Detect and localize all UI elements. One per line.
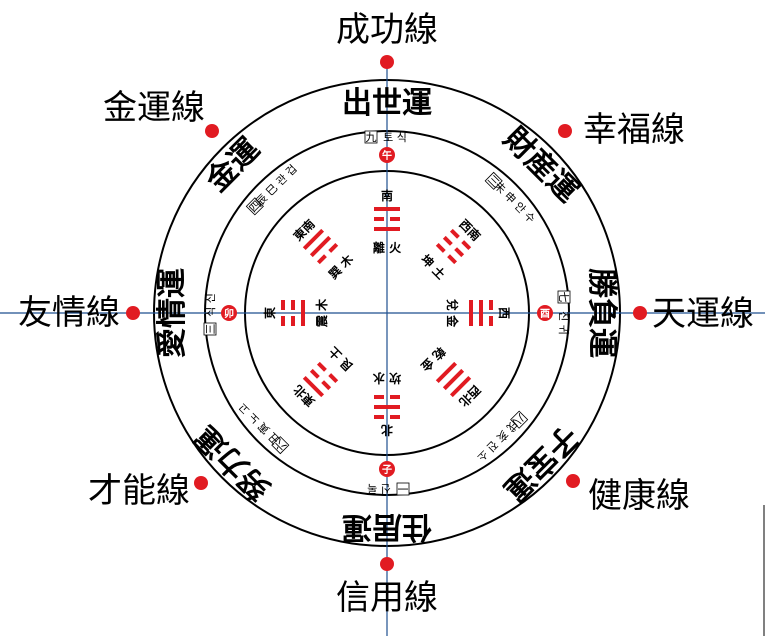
trigram-line-sw-1-0 <box>321 380 332 391</box>
trigram-name-se: 乾 金 <box>417 344 448 375</box>
branch-text-s: 신 록 <box>367 482 391 495</box>
branch-info-w: 三 식 신 <box>203 293 217 336</box>
luck-nw: 金運 <box>199 132 267 200</box>
trigram-line-se-2 <box>435 361 458 384</box>
trigram-line-e-0-1 <box>489 316 493 326</box>
branch-number-e: 七 <box>557 292 570 303</box>
trigram-line-nw-1 <box>309 235 332 258</box>
trigram-e: 西兌 金 <box>445 299 511 328</box>
trigram-line-sw-1-1 <box>309 368 320 379</box>
trigram-line-w-0-0 <box>281 316 285 326</box>
label-se: 健康線 <box>588 476 690 516</box>
dot-ne <box>558 124 572 138</box>
trigram-line-w-1-1 <box>291 300 295 310</box>
trigram-s: 北坎 水 <box>372 371 401 438</box>
trigram-line-w-0-1 <box>281 300 285 310</box>
trigram-name-w: 震 木 <box>314 298 329 327</box>
trigram-name-sw: 艮 土 <box>325 344 356 375</box>
branch-number-s: 一 <box>398 482 409 495</box>
trigram-line-s-2-1 <box>374 395 384 399</box>
trigram-line-n-1-0 <box>374 217 384 221</box>
branch-info-e: 七 진 귀 <box>557 290 571 335</box>
label-sw: 才能線 <box>88 471 190 511</box>
trigram-line-n-1-1 <box>390 217 400 221</box>
trigram-line-s-1 <box>374 405 400 409</box>
trigram-ne: 西南坤 土 <box>418 216 484 282</box>
trigram-direction-n: 南 <box>381 188 393 203</box>
dot-w <box>126 306 140 320</box>
trigram-line-s-0-1 <box>374 415 384 419</box>
trigram-line-ne-2-1 <box>447 254 458 265</box>
trigram-line-n-2 <box>374 227 400 231</box>
dot-n <box>380 55 394 69</box>
branch-badge-e: 酉 <box>537 305 553 321</box>
trigram-name-ne: 坤 土 <box>418 251 449 282</box>
luck-e: 勝負運 <box>584 268 619 358</box>
trigram-direction-ne: 西南 <box>456 216 484 244</box>
branch-badge-s-text: 子 <box>382 464 392 476</box>
branch-badge-w: 卯 <box>221 305 237 321</box>
dot-sw <box>194 476 208 490</box>
trigram-line-nw-2-0 <box>316 254 327 265</box>
trigram-line-ne-0-1 <box>461 240 472 251</box>
trigram-line-ne-2-0 <box>435 242 446 253</box>
trigram-line-ne-1-0 <box>442 235 453 246</box>
trigram-line-e-0-0 <box>489 300 493 310</box>
trigram-line-ne-1-1 <box>454 247 465 258</box>
luck-s: 住居運 <box>342 509 432 544</box>
trigram-nw: 東南巽 木 <box>290 216 357 282</box>
trigram-line-nw-0 <box>302 228 325 251</box>
dot-e <box>633 306 647 320</box>
trigram-line-w-2 <box>301 300 305 326</box>
trigram-direction-e: 西 <box>497 307 511 319</box>
trigram-line-s-0-0 <box>390 415 400 419</box>
trigram-name-n: 離 火 <box>373 240 402 255</box>
branch-badge-n-text: 午 <box>382 149 392 162</box>
trigram-direction-w: 東 <box>262 307 277 319</box>
trigram-direction-s: 北 <box>381 423 393 438</box>
trigram-name-s: 坎 水 <box>372 371 401 386</box>
trigram-line-sw-0 <box>302 375 325 398</box>
branch-badge-w-text: 卯 <box>224 307 234 320</box>
dot-se <box>566 474 580 488</box>
trigram-n: 南離 火 <box>373 188 402 255</box>
trigram-line-sw-2-1 <box>316 361 327 372</box>
label-n: 成功線 <box>336 10 438 50</box>
branch-badge-e-text: 酉 <box>540 308 550 320</box>
trigram-line-e-1 <box>479 300 483 326</box>
label-s: 信用線 <box>336 578 438 618</box>
trigram-line-se-0 <box>449 375 472 398</box>
luck-n: 出世運 <box>342 86 432 121</box>
dot-nw <box>205 124 219 138</box>
label-nw: 金運線 <box>103 88 205 128</box>
trigram-line-ne-0-0 <box>449 228 460 239</box>
branch-badge-n: 午 <box>379 147 395 163</box>
trigram-name-e: 兌 金 <box>445 299 460 328</box>
branch-info-s: 一 신 록 <box>367 482 410 496</box>
label-ne: 幸福線 <box>583 110 685 150</box>
branch-number-n: 九 <box>366 131 377 144</box>
trigram-line-e-2 <box>469 300 473 326</box>
trigram-line-w-1-0 <box>291 316 295 326</box>
dot-s <box>380 557 394 571</box>
trigram-w: 東震 木 <box>262 298 329 327</box>
branch-badge-s: 子 <box>379 461 395 477</box>
trigram-line-s-2-0 <box>390 395 400 399</box>
branch-text-n: 토 식 <box>383 131 407 144</box>
branch-info-n: 九 토 식 <box>364 130 407 144</box>
trigram-line-nw-2-1 <box>328 242 339 253</box>
trigram-name-nw: 巽 木 <box>325 251 356 282</box>
label-e: 天運線 <box>652 294 754 334</box>
luck-w: 愛情運 <box>155 268 190 358</box>
trigram-line-sw-2-0 <box>328 373 339 384</box>
trigram-sw: 東北艮 土 <box>290 344 356 410</box>
branch-number-w: 三 <box>204 324 217 335</box>
trigram-line-se-1 <box>442 368 465 391</box>
branch-text-e: 진 귀 <box>557 311 570 335</box>
trigram-line-n-0 <box>374 207 400 211</box>
trigram-se: 西北乾 金 <box>417 344 484 410</box>
label-w: 友情線 <box>18 293 120 333</box>
branch-text-w: 식 신 <box>204 293 217 317</box>
